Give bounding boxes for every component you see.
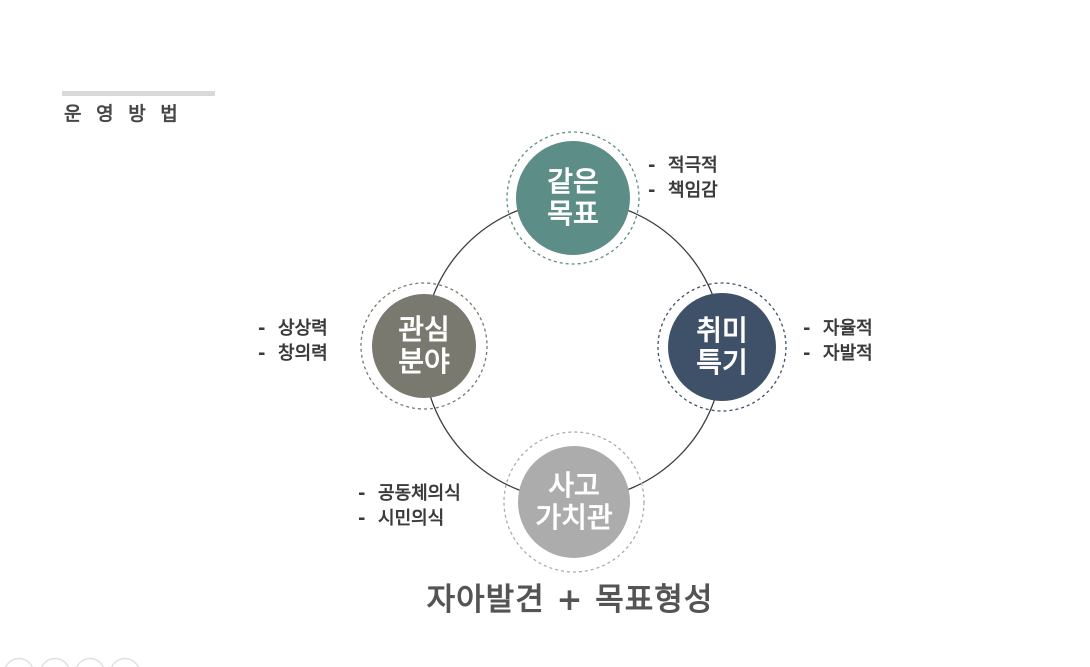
node-dashed-ring-left xyxy=(360,282,488,410)
bullets-top: - 적극적 - 책임감 xyxy=(648,153,718,203)
node-dashed-ring-right xyxy=(657,282,787,412)
decorative-circle xyxy=(75,657,105,667)
node-label-top: 같은 목표 xyxy=(547,166,599,230)
node-dashed-ring-bottom xyxy=(503,431,645,573)
bullets-left: - 상상력 - 창의력 xyxy=(258,316,328,366)
bullet-item: - 시민의식 xyxy=(358,508,445,529)
node-label-bottom: 사고 가치관 xyxy=(535,470,612,534)
node-label-bottom-line1: 사고 xyxy=(548,469,600,503)
bullets-bottom: - 공동체의식 - 시민의식 xyxy=(358,481,461,531)
node-label-left-line2: 분야 xyxy=(398,345,450,378)
node-circle-top xyxy=(516,141,630,255)
decorative-circle xyxy=(110,657,140,667)
node-circle-left xyxy=(372,294,476,398)
node-label-left: 관심 분야 xyxy=(398,314,450,378)
decorative-circle xyxy=(40,657,70,667)
bullets-right: - 자율적 - 자발적 xyxy=(803,316,873,366)
node-circle-bottom xyxy=(518,446,630,558)
node-label-top-line1: 같은 xyxy=(547,165,599,199)
node-label-right-line2: 특기 xyxy=(696,346,748,379)
bullet-item: - 적극적 xyxy=(648,155,718,176)
node-circle-right xyxy=(668,293,776,401)
node-label-bottom-line2: 가치관 xyxy=(535,501,613,534)
node-label-right: 취미 특기 xyxy=(696,315,748,379)
bullet-item: - 상상력 xyxy=(258,318,328,339)
node-dashed-ring-top xyxy=(506,131,640,265)
node-label-right-line1: 취미 xyxy=(696,314,748,348)
slide-caption: 자아발견 + 목표형성 xyxy=(426,582,714,618)
title-accent-bar xyxy=(62,91,215,96)
page-title: 운 영 방 법 xyxy=(64,103,182,125)
decorative-circle xyxy=(4,657,34,667)
bullet-item: - 공동체의식 xyxy=(358,483,461,504)
bullet-item: - 자발적 xyxy=(803,343,873,364)
bullet-item: - 창의력 xyxy=(258,343,328,364)
node-label-top-line2: 목표 xyxy=(547,197,599,230)
node-label-left-line1: 관심 xyxy=(398,313,450,347)
bullet-item: - 책임감 xyxy=(648,180,718,201)
bullet-item: - 자율적 xyxy=(803,318,873,339)
